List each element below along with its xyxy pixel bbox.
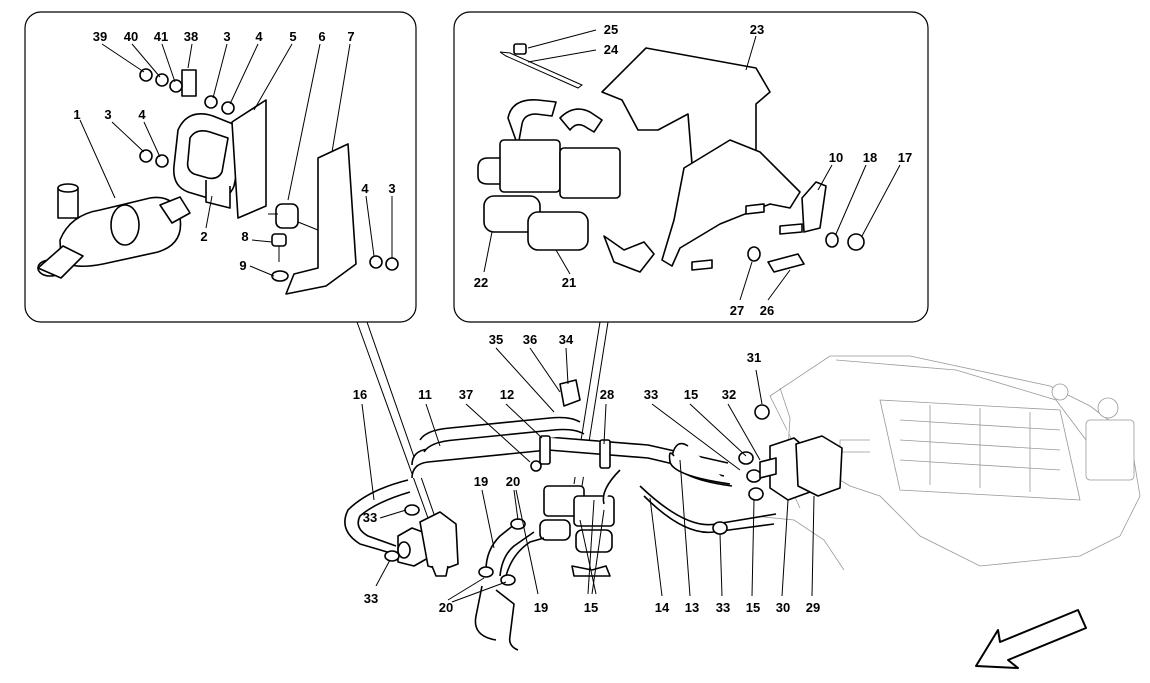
coolant-pipe-assembly bbox=[344, 379, 843, 651]
nuts-and-washers bbox=[139, 68, 399, 271]
studs-and-screws bbox=[691, 181, 865, 273]
callout-23: 23 bbox=[750, 22, 764, 37]
detail-panel-water-pump: 39 40 41 38 3 4 5 6 7 1 3 4 2 8 9 4 3 bbox=[24, 11, 417, 323]
pump-in-assembly bbox=[397, 511, 459, 577]
callout-19: 19 bbox=[474, 474, 488, 489]
callout-22: 22 bbox=[474, 275, 488, 290]
callout-5: 5 bbox=[289, 29, 296, 44]
callout-9: 9 bbox=[239, 258, 246, 273]
callout-7: 7 bbox=[347, 29, 354, 44]
callout-21: 21 bbox=[562, 275, 576, 290]
callout-16: 16 bbox=[353, 387, 367, 402]
callout-25: 25 bbox=[604, 22, 618, 37]
support-bracket bbox=[285, 143, 357, 295]
mounting-plate bbox=[231, 99, 267, 219]
screw-and-washer bbox=[271, 233, 289, 282]
pump-clamp-bracket bbox=[172, 69, 245, 209]
electric-water-pump bbox=[37, 183, 191, 279]
callout-34: 34 bbox=[559, 332, 574, 347]
callout-4: 4 bbox=[138, 107, 146, 122]
rod-and-cap bbox=[499, 43, 583, 89]
callout-38: 38 bbox=[184, 29, 198, 44]
callout-3: 3 bbox=[223, 29, 230, 44]
callout-32: 32 bbox=[722, 387, 736, 402]
callout-40: 40 bbox=[124, 29, 138, 44]
callout-12: 12 bbox=[500, 387, 514, 402]
callout-36: 36 bbox=[523, 332, 537, 347]
callout-19: 19 bbox=[534, 600, 548, 615]
callout-17: 17 bbox=[898, 150, 912, 165]
hvac-unit-background bbox=[723, 355, 1141, 571]
callout-4: 4 bbox=[255, 29, 263, 44]
rubber-mount bbox=[268, 203, 319, 231]
callout-35: 35 bbox=[489, 332, 503, 347]
callout-29: 29 bbox=[806, 600, 820, 615]
detail-panel-valve: 25 24 23 10 18 17 22 21 27 26 bbox=[453, 11, 929, 323]
callout-30: 30 bbox=[776, 600, 790, 615]
callout-1: 1 bbox=[73, 107, 80, 122]
callout-31: 31 bbox=[747, 350, 761, 365]
callout-15: 15 bbox=[746, 600, 760, 615]
callout-15: 15 bbox=[684, 387, 698, 402]
callout-20: 20 bbox=[506, 474, 520, 489]
callout-8: 8 bbox=[241, 229, 248, 244]
callout-20: 20 bbox=[439, 600, 453, 615]
callout-28: 28 bbox=[600, 387, 614, 402]
callout-2: 2 bbox=[200, 229, 207, 244]
callout-18: 18 bbox=[863, 150, 877, 165]
callout-3: 3 bbox=[104, 107, 111, 122]
callout-11: 11 bbox=[418, 387, 432, 402]
callout-14: 14 bbox=[655, 600, 670, 615]
callout-33: 33 bbox=[363, 510, 377, 525]
callout-13: 13 bbox=[685, 600, 699, 615]
callout-39: 39 bbox=[93, 29, 107, 44]
callout-10: 10 bbox=[829, 150, 843, 165]
callout-33: 33 bbox=[364, 591, 378, 606]
direction-arrow-icon bbox=[975, 609, 1087, 669]
callout-26: 26 bbox=[760, 303, 774, 318]
callout-41: 41 bbox=[154, 29, 168, 44]
callout-33: 33 bbox=[716, 600, 730, 615]
callout-33: 33 bbox=[644, 387, 658, 402]
callout-6: 6 bbox=[318, 29, 325, 44]
callout-3: 3 bbox=[388, 181, 395, 196]
callout-24: 24 bbox=[604, 42, 619, 57]
callout-27: 27 bbox=[730, 303, 744, 318]
water-valve-assembly bbox=[477, 99, 655, 273]
callout-4: 4 bbox=[361, 181, 369, 196]
callout-15: 15 bbox=[584, 600, 598, 615]
callout-37: 37 bbox=[459, 387, 473, 402]
hose-clamps bbox=[384, 379, 770, 586]
